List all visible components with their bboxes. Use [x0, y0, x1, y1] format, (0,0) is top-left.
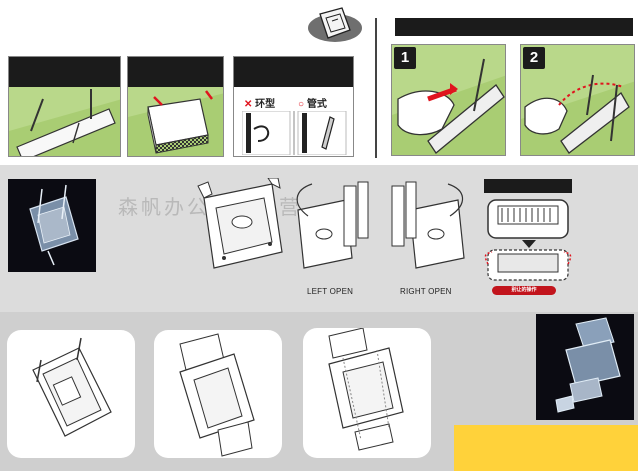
step-2-badge: 2: [523, 47, 545, 69]
ring-type-label: ✕ 环型: [244, 99, 276, 110]
clip-usage-diagram: [484, 199, 572, 281]
paper-stack-illustration: [128, 90, 223, 156]
assembled-clip-drawing: [32, 337, 112, 437]
panel-clip-side: [8, 56, 121, 157]
cross-mark-icon: ✕: [244, 99, 253, 110]
exploded-photo-illustration: [555, 317, 621, 413]
panel-step-2: 2: [520, 44, 635, 156]
tube-type-label: ○ 管式: [298, 99, 327, 110]
panel-paper-stack: [127, 56, 224, 157]
panel-binding-types: ✕ 环型 ○ 管式: [233, 56, 354, 157]
step-1-badge: 1: [394, 47, 416, 69]
clip-open-large-drawing: [197, 178, 283, 269]
step2-hand-illustration: [521, 74, 634, 155]
clip-photo-dark: [8, 179, 96, 272]
clip-side-illustration: [9, 89, 120, 156]
panel-header-bar: [9, 57, 120, 87]
clip-photo-exploded-dark: [536, 314, 634, 420]
fully-exploded-drawing: [328, 327, 404, 451]
exploded-card-1: [7, 330, 135, 458]
left-open-drawing: [296, 181, 369, 269]
right-open-caption: RIGHT OPEN: [400, 287, 452, 296]
panel-step-1: 1: [391, 44, 506, 156]
warning-strip: 别让的操作: [492, 286, 556, 295]
partially-exploded-drawing: [179, 333, 255, 457]
circle-mark-icon: ○: [298, 99, 305, 110]
left-open-caption: LEFT OPEN: [307, 287, 354, 296]
clip-photo-illustration: [29, 184, 79, 266]
arrow-down-icon: [522, 240, 536, 248]
exploded-card-2: [154, 330, 282, 458]
panel-header-bar: [128, 57, 223, 87]
clip-product-icon: [308, 7, 362, 42]
right-open-drawing: [391, 181, 465, 269]
exploded-card-3: [303, 327, 431, 458]
highlight-yellow-block: [454, 425, 638, 471]
section-divider: [375, 18, 377, 158]
step1-hand-illustration: [392, 58, 505, 155]
ring-tube-illustration: [242, 111, 347, 155]
panel-header-bar: [234, 57, 353, 87]
usage-header-bar: [484, 179, 572, 193]
steps-header-bar: [395, 18, 633, 36]
